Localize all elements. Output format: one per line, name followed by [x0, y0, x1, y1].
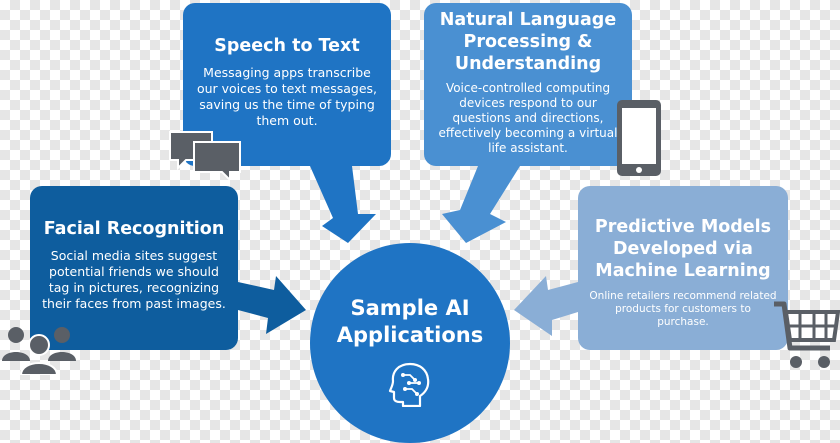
center-title: Sample AI Applications	[310, 295, 510, 349]
arrow-nlp-to-center	[442, 166, 520, 243]
speech-description: Messaging apps transcribe our voices to …	[193, 65, 381, 129]
nlp-title: Natural Language Processing & Understand…	[434, 9, 622, 75]
chat-bubbles-icon	[169, 131, 241, 180]
people-icon	[2, 327, 76, 375]
predict-title-line: Machine Learning	[595, 261, 771, 281]
center-title-line: Applications	[336, 323, 484, 347]
facial-description: Social media sites suggest potential fri…	[40, 248, 228, 312]
facial-line: tag in pictures, recognizing	[48, 280, 220, 295]
speech-line: our voices to text messages,	[196, 81, 378, 96]
nlp-description: Voice-controlled computing devices respo…	[434, 81, 622, 156]
speech-line: saving us the time of typing	[199, 97, 375, 112]
facial-line: Social media sites suggest	[50, 248, 218, 263]
shopping-cart-icon	[774, 301, 840, 368]
speech-to-text-card: Speech to Text Messaging apps transcribe…	[183, 3, 391, 166]
facial-recognition-card: Facial Recognition Social media sites su…	[30, 186, 238, 350]
speech-title: Speech to Text	[214, 36, 360, 56]
nlp-line: devices respond to our	[459, 96, 597, 110]
brain-circuit-icon	[388, 362, 430, 407]
facial-line: potential friends we should	[49, 264, 219, 279]
nlp-card: Natural Language Processing & Understand…	[424, 3, 632, 166]
arrow-speech-to-center	[310, 166, 376, 243]
predict-line: products for customers to purchase.	[615, 303, 751, 328]
nlp-title-line: Processing &	[463, 32, 593, 52]
speech-line: them out.	[256, 113, 318, 128]
predict-line: Online retailers recommend related	[589, 290, 777, 302]
predict-description: Online retailers recommend related produ…	[588, 290, 778, 329]
speech-line: Messaging apps transcribe	[203, 65, 371, 80]
facial-title: Facial Recognition	[43, 219, 225, 239]
predict-title: Predictive Models Developed via Machine …	[588, 216, 778, 282]
nlp-line: questions and directions,	[452, 111, 604, 125]
nlp-line: Voice-controlled computing	[445, 81, 611, 95]
nlp-title-line: Understanding	[454, 54, 602, 74]
nlp-line: effectively becoming a virtual	[438, 126, 618, 140]
center-title-line: Sample AI	[350, 296, 470, 320]
center-circle: Sample AI Applications	[310, 243, 510, 443]
nlp-title-line: Natural Language	[439, 10, 617, 30]
facial-line: their faces from past images.	[42, 296, 226, 311]
arrow-predict-to-center	[514, 276, 578, 336]
predictive-models-card: Predictive Models Developed via Machine …	[578, 186, 788, 350]
arrow-facial-to-center	[238, 276, 306, 334]
nlp-line: life assistant.	[488, 141, 568, 155]
predict-title-line: Developed via	[613, 239, 753, 259]
phone-icon	[617, 100, 661, 176]
predict-title-line: Predictive Models	[594, 217, 772, 237]
